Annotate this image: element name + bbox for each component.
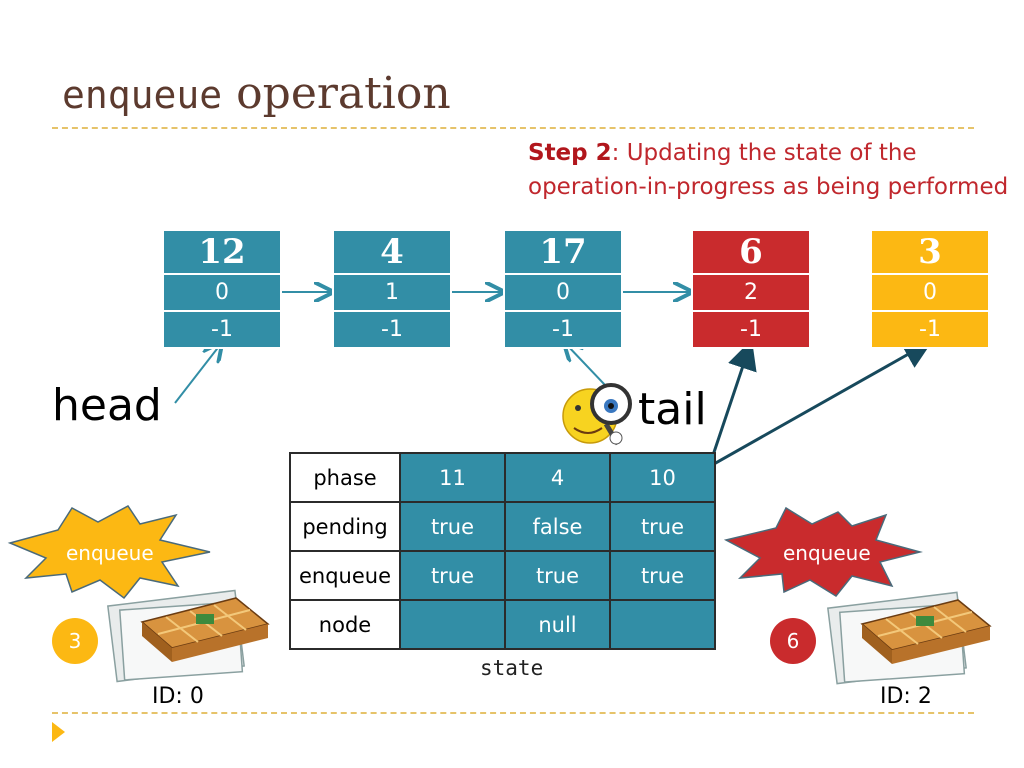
table-cell: true [609,550,716,601]
head-pointer [174,345,220,404]
table-cell: true [504,550,611,601]
burst-thread-2 [723,506,923,597]
step-caption: Step 2: Updating the state of the operat… [528,136,1018,204]
node-value: 3 [918,232,942,272]
node-field: -1 [334,310,450,347]
queue-node-2: 4 1 -1 [332,229,452,349]
queue-node-3: 17 0 -1 [503,229,623,349]
table-cell: 10 [609,452,716,503]
node-field: 0 [505,273,621,310]
node-field: -1 [505,310,621,347]
queue-node-1: 12 0 -1 [162,229,282,349]
burst-label-thread-0: enqueue [66,541,154,565]
queue-node-5: 3 0 -1 [870,229,990,349]
title-text: operation [236,68,451,119]
node-field: 0 [872,273,988,310]
step-line1: : Updating the state of the [611,140,917,166]
state-caption: state [480,656,544,680]
thread-2-id: ID: 2 [880,684,932,709]
table-cell: 4 [504,452,611,503]
node-field: -1 [693,310,809,347]
row-label: phase [289,452,401,503]
node-value: 6 [739,232,763,272]
title-divider [52,127,974,129]
table-row: phase 11 4 10 [289,452,716,503]
state-table: phase 11 4 10 pending true false true en… [289,452,716,650]
title-code: enqueue [62,73,223,117]
thread-0-value: 3 [52,618,98,664]
thread-0-id: ID: 0 [152,684,204,709]
table-row: node null [289,599,716,650]
cpu-chip-thread-0 [107,589,270,683]
node-value: 4 [380,232,404,272]
step-label: Step 2 [528,140,612,166]
head-label: head [52,380,162,431]
slide-title: enqueue operation [62,68,451,119]
magnifier-smiley-icon [562,383,632,446]
burst-label-thread-2: enqueue [783,541,871,565]
table-cell: true [399,501,506,552]
table-cell: 11 [399,452,506,503]
thread-2-value: 6 [770,618,816,664]
cpu-chip-thread-2 [827,591,992,685]
node-field: -1 [872,310,988,347]
row-label: enqueue [289,550,401,601]
row-label: node [289,599,401,650]
tail-label: tail [638,384,707,435]
table-cell: false [504,501,611,552]
node-field: 2 [693,273,809,310]
table-cell: true [399,550,506,601]
node-field: 1 [334,273,450,310]
queue-node-4: 6 2 -1 [691,229,811,349]
step-line2: operation-in-progress as being performed [528,174,1009,200]
node-field: -1 [164,310,280,347]
table-cell [609,599,716,650]
table-cell: true [609,501,716,552]
table-row: enqueue true true true [289,550,716,601]
table-cell [399,599,506,650]
row-label: pending [289,501,401,552]
burst-thread-0 [7,505,211,600]
node-value: 17 [539,232,587,272]
node-value: 12 [198,232,246,272]
table-cell: null [504,599,611,650]
tail-pointer [566,344,606,386]
node-field: 0 [164,273,280,310]
triangle-bullet-icon [52,722,65,742]
table-row: pending true false true [289,501,716,552]
footer-divider [52,712,974,714]
